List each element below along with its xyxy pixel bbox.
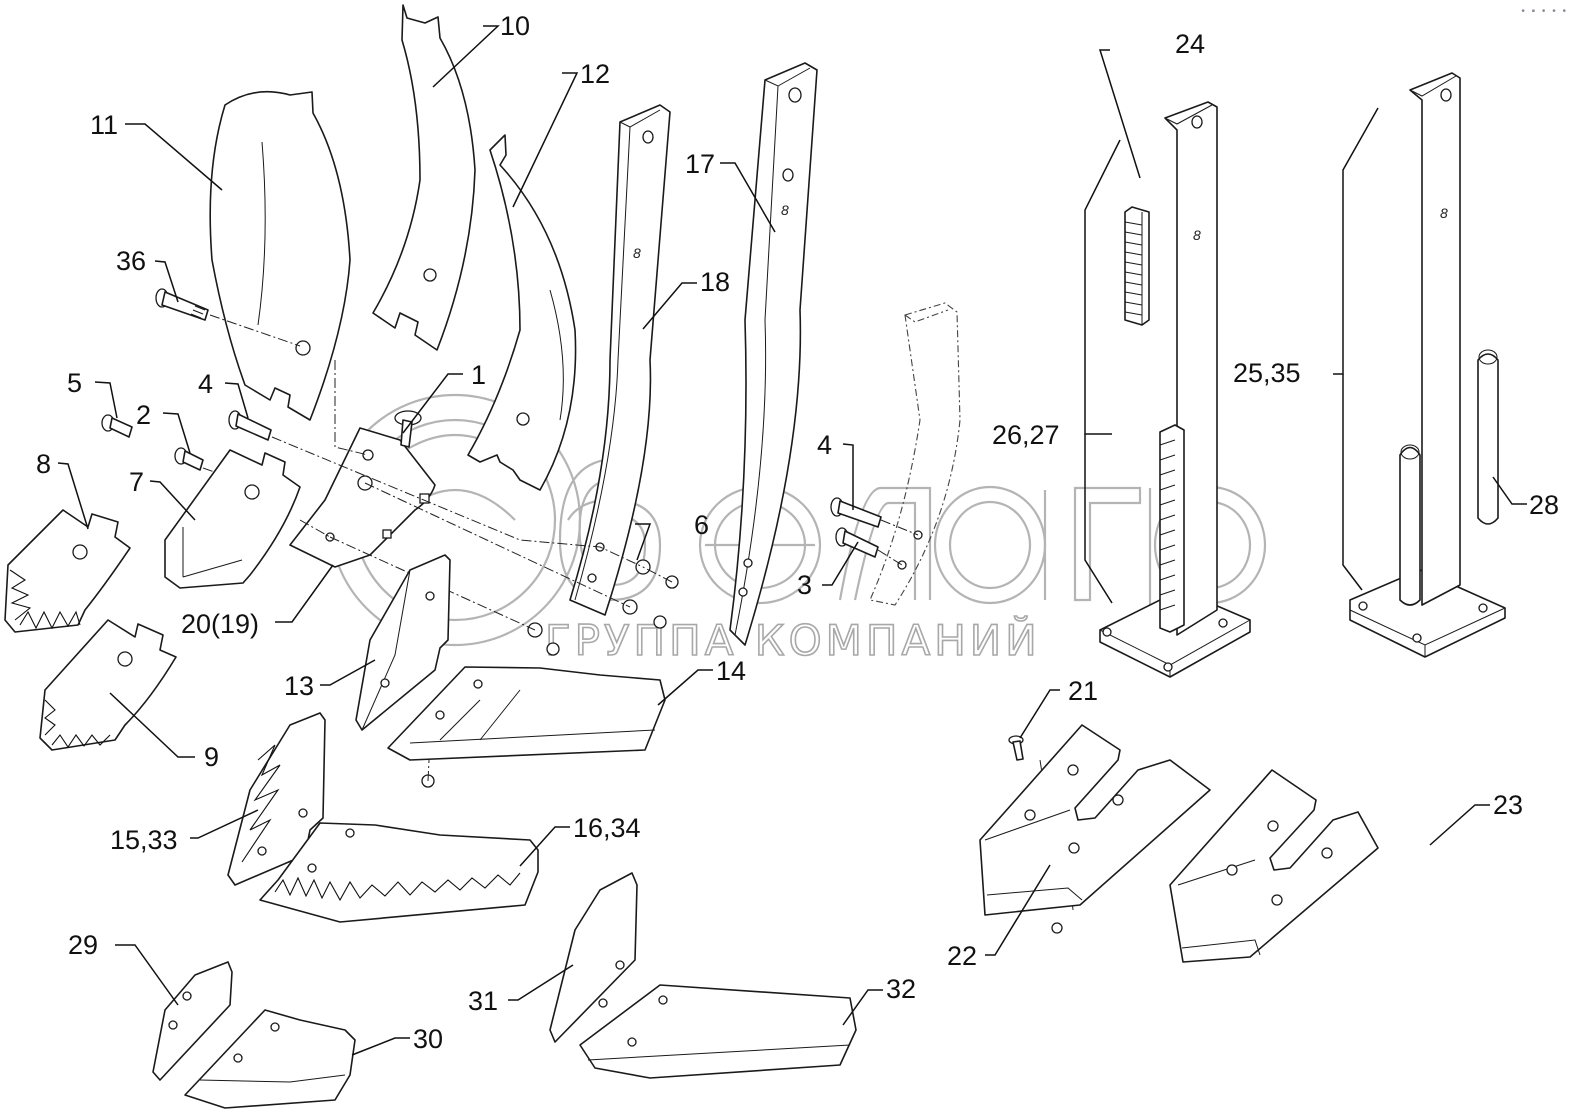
callout-3: 3 bbox=[797, 570, 813, 600]
hardfacing-lines bbox=[1159, 439, 1176, 611]
callout-24: 24 bbox=[1175, 29, 1206, 59]
callout-12: 12 bbox=[580, 59, 611, 89]
part-13-shin bbox=[355, 554, 451, 731]
callout-22: 22 bbox=[947, 941, 978, 971]
part-11-moldboard bbox=[209, 90, 351, 421]
part-10-wing bbox=[372, 4, 476, 351]
part-29-shin bbox=[152, 961, 233, 1081]
callout-2: 2 bbox=[136, 400, 152, 430]
svg-text:8: 8 bbox=[1193, 227, 1201, 243]
svg-text:8: 8 bbox=[633, 245, 641, 261]
part-31-shin bbox=[549, 872, 638, 1043]
callout-18: 18 bbox=[700, 267, 731, 297]
callout-36: 36 bbox=[116, 246, 147, 276]
part-15-33-shin bbox=[227, 712, 326, 886]
callout-21: 21 bbox=[1068, 676, 1099, 706]
bolt-1 bbox=[394, 410, 422, 448]
part-28-rod bbox=[1477, 349, 1499, 525]
callout-11: 11 bbox=[90, 110, 119, 140]
part-7-share bbox=[164, 449, 301, 589]
part-30-wing bbox=[184, 1009, 356, 1109]
callout-13: 13 bbox=[284, 671, 315, 701]
part-14-wing bbox=[387, 666, 666, 761]
callout-14: 14 bbox=[716, 656, 747, 686]
part-32-wing bbox=[579, 984, 857, 1079]
bolt-4-right bbox=[830, 497, 882, 528]
ghost-shank-outline bbox=[869, 302, 961, 606]
callout-16-34: 16,34 bbox=[573, 813, 641, 843]
part-20-bracket bbox=[289, 427, 436, 568]
bolt-4-left bbox=[228, 410, 272, 441]
part-12-blade bbox=[467, 134, 577, 491]
bolt-36 bbox=[155, 288, 209, 321]
part-23-share bbox=[1169, 769, 1379, 963]
watermark-logo: ГРУППА КОМПАНИЙ bbox=[328, 393, 1267, 666]
callout-10: 10 bbox=[500, 11, 531, 41]
callout-30: 30 bbox=[413, 1024, 444, 1054]
callout-8: 8 bbox=[36, 449, 52, 479]
callout-20-19: 20(19) bbox=[181, 609, 260, 639]
svg-text:8: 8 bbox=[1440, 205, 1448, 221]
callout-4-right: 4 bbox=[817, 430, 833, 460]
callout-6: 6 bbox=[694, 510, 710, 540]
callout-26-27: 26,27 bbox=[992, 420, 1060, 450]
part-26-27-post: 8 bbox=[1099, 101, 1251, 678]
svg-text:8: 8 bbox=[781, 202, 789, 218]
callout-4-left: 4 bbox=[198, 369, 214, 399]
part-18-shank: 8 bbox=[569, 104, 671, 616]
callout-5: 5 bbox=[67, 368, 83, 398]
callout-31: 31 bbox=[468, 986, 499, 1016]
callout-32: 32 bbox=[886, 974, 917, 1004]
bolt-3 bbox=[835, 527, 879, 558]
callout-17: 17 bbox=[685, 149, 716, 179]
corner-indicator: • ▪ • • • bbox=[1521, 6, 1568, 17]
part-17-shank: 8 bbox=[729, 62, 818, 646]
part-22-share bbox=[979, 724, 1211, 934]
callout-9: 9 bbox=[204, 742, 220, 772]
bolt-2 bbox=[174, 447, 204, 471]
callout-7: 7 bbox=[129, 467, 145, 497]
part-8-share-hardfaced bbox=[4, 509, 131, 633]
callout-23: 23 bbox=[1493, 790, 1524, 820]
part-25-35-post: 8 bbox=[1349, 72, 1506, 658]
leader-lines bbox=[57, 25, 1527, 1056]
watermark-subtitle: ГРУППА КОМПАНИЙ bbox=[545, 615, 1041, 665]
callout-29: 29 bbox=[68, 930, 99, 960]
part-24-strip bbox=[1124, 206, 1150, 326]
callout-15-33: 15,33 bbox=[110, 825, 178, 855]
callout-28: 28 bbox=[1529, 490, 1560, 520]
bolt-5 bbox=[101, 414, 133, 438]
callout-1: 1 bbox=[471, 360, 487, 390]
part-16-34-wing bbox=[259, 822, 539, 923]
callout-25-35: 25,35 bbox=[1233, 358, 1301, 388]
part-9-share bbox=[39, 619, 177, 751]
